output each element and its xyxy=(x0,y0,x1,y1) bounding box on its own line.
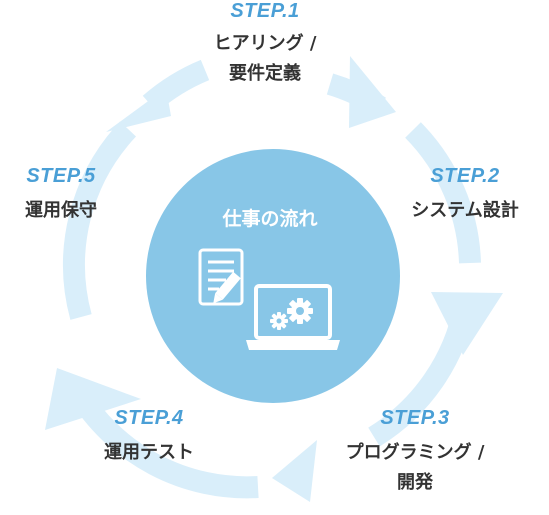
arrow-head-2 xyxy=(431,292,503,355)
step-5-name: 運用保守 xyxy=(25,200,97,221)
step-2: STEP.2 システム設計 xyxy=(389,164,541,226)
step-1-label: STEP.1 xyxy=(230,0,300,22)
step-3: STEP.3 プログラミング / 開発 xyxy=(316,406,514,498)
step-3-label: STEP.3 xyxy=(380,407,450,429)
step-2-label: STEP.2 xyxy=(430,165,500,187)
arrow-head-4 xyxy=(45,368,141,430)
ring-segment-5 xyxy=(63,121,137,320)
step-4: STEP.4 運用テスト xyxy=(79,406,219,468)
document-pen-icon xyxy=(198,248,244,306)
laptop-gears-icon xyxy=(246,284,340,350)
step-4-name: 運用テスト xyxy=(104,442,194,463)
step-3-name: プログラミング / 開発 xyxy=(345,442,485,493)
step-1-name: ヒアリング / 要件定義 xyxy=(213,33,317,84)
center-circle xyxy=(146,149,400,403)
step-1: STEP.1 ヒアリング / 要件定義 xyxy=(185,0,345,89)
step-2-name: システム設計 xyxy=(411,200,519,221)
step-5-label: STEP.5 xyxy=(26,165,96,187)
step-4-label: STEP.4 xyxy=(114,407,184,429)
arrow-head-5 xyxy=(106,88,171,132)
step-5: STEP.5 運用保守 xyxy=(0,164,122,226)
center-title: 仕事の流れ xyxy=(222,208,318,230)
ring-segment-2 xyxy=(405,122,481,264)
arrow-head-3 xyxy=(272,440,317,502)
arrow-head-1 xyxy=(349,56,396,128)
